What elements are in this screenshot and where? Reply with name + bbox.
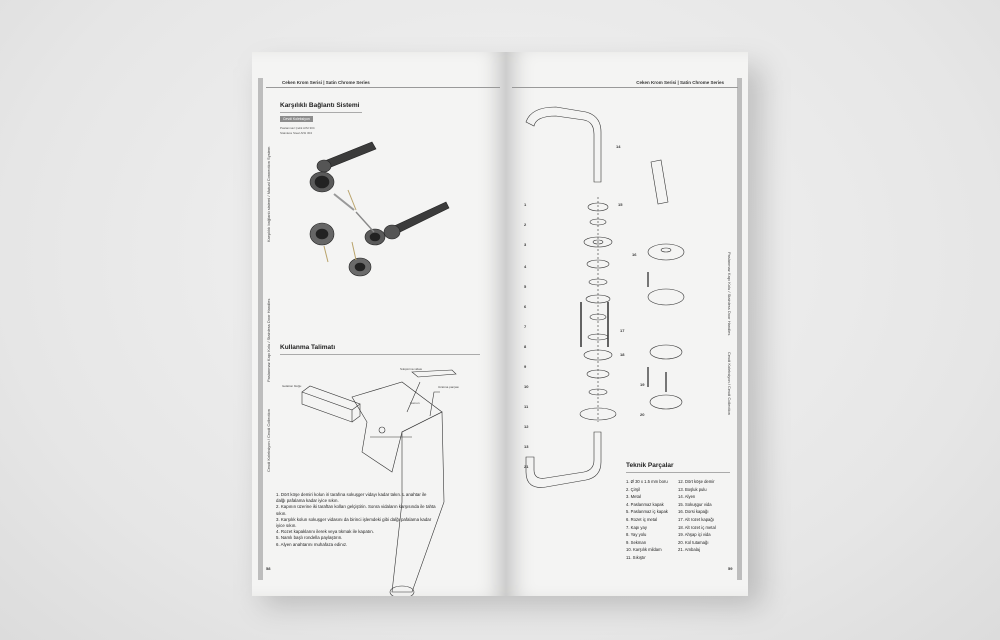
part-bubble: 10 [524, 384, 529, 389]
section-rule [280, 112, 362, 113]
instructions-list: 1. Dört köşe demiri kolun iri tarafına s… [276, 492, 436, 548]
part-item: 8. Yay yolu [626, 532, 647, 538]
right-page: Ceken Krom Serisi | Satin Chrome Series … [506, 52, 748, 596]
install-rule [280, 354, 480, 355]
part-item: 5. Paslanmaz iç kapak [626, 509, 668, 515]
part-bubble: 17 [620, 328, 625, 333]
part-item: 4. Paslanmaz kapak [626, 501, 664, 507]
collection-tag: Cevdi Koleksiyon [280, 116, 313, 122]
callout-nut: Somun [410, 401, 420, 405]
left-page-stripe [258, 78, 263, 580]
part-item: 21. Ambalaj [678, 547, 700, 553]
parts-rule [626, 472, 730, 473]
part-bubble: 21 [524, 464, 529, 469]
part-item: 19. Ahşap içi vida [678, 532, 711, 538]
part-bubble: 16 [632, 252, 637, 257]
left-header-rule [266, 87, 500, 88]
instruction-item: 5. Namlı başlı rondella paylaştırın. [276, 535, 343, 541]
right-page-stripe [737, 78, 742, 580]
part-item: 10. Karşılık mildam [626, 547, 662, 553]
instruction-item: 6. Alyen anahtarını muhafaza edinız. [276, 541, 348, 547]
part-item: 6. Rozet iç metal [626, 516, 658, 522]
left-page: Ceken Krom Serisi | Satin Chrome Series … [252, 52, 506, 596]
material-line-2: Stainless Steel AISI 304 [280, 131, 313, 135]
callout-isolation: Isolation bloğu [282, 384, 302, 388]
left-page-header: Ceken Krom Serisi | Satin Chrome Series [282, 80, 370, 85]
parts-title: Teknik Parçalar [626, 462, 674, 469]
exploded-parts-diagram [525, 106, 685, 488]
part-item: 18. Alt rozet iç metal [678, 524, 716, 530]
part-item: 15. Sokuşgur vida [678, 501, 712, 507]
part-bubble: 8 [524, 344, 527, 349]
part-bubble: 1 [524, 202, 527, 207]
part-bubble: 5 [524, 284, 527, 289]
right-page-number: 59 [728, 566, 733, 571]
part-bubble: 14 [616, 144, 621, 149]
part-item: 7. Kapı yay [626, 524, 647, 530]
part-bubble: 13 [524, 444, 529, 449]
part-item: 1. Ø 30 x 1.5 mm boru [626, 479, 668, 484]
section-title: Karşılıklı Bağlantı Sistemi [280, 102, 360, 109]
parts-list-col1: 1. Ø 30 x 1.5 mm boru 2. Çirşil 3. Metal… [626, 478, 668, 562]
callout-screw: Sıkıştırma vidası [400, 367, 422, 371]
part-item: 13. Boşluk pulu [678, 486, 707, 492]
callout-extension: Uzatma parçası [438, 385, 459, 389]
part-item: 20. Kol tutamağı [678, 539, 709, 545]
left-page-number: 58 [266, 566, 271, 571]
right-page-header: Ceken Krom Serisi | Satin Chrome Series [636, 80, 724, 85]
material-line-1: Paslanmaz Çelik AISI 304 [280, 126, 315, 130]
part-item: 14. Alyen [678, 494, 696, 500]
part-item: 17. Alt rozet kapağı [678, 516, 714, 522]
install-title: Kullanma Talimatı [280, 344, 336, 351]
part-bubble: 6 [524, 304, 527, 309]
part-bubble: 20 [640, 412, 645, 417]
right-header-rule [512, 87, 738, 88]
part-bubble: 19 [640, 382, 645, 387]
part-item: 9. Sekman [626, 539, 647, 545]
handle-product-image [309, 141, 450, 277]
part-bubble: 15 [618, 202, 623, 207]
part-item: 16. Dorsi kapağı [678, 509, 709, 515]
part-bubble: 12 [524, 424, 529, 429]
parts-list-col2: 12. Dört köşe demir 13. Boşluk pulu 14. … [678, 478, 716, 554]
installation-diagram: Isolation bloğu Sıkıştırma vidası Somun … [282, 367, 459, 596]
instruction-item: 1. Dört köşe demiri kolun iri tarafına s… [276, 492, 427, 504]
part-bubble: 2 [524, 222, 527, 227]
instruction-item: 4. Rozet kapaklarını ilerek veya tıkmak … [276, 529, 374, 535]
part-item: 2. Çirşil [626, 486, 640, 492]
part-item: 12. Dört köşe demir [678, 479, 715, 484]
part-bubble: 9 [524, 364, 527, 369]
part-bubble: 4 [524, 264, 527, 269]
instruction-item: 3. Karşılık kolun sokuşger vidasını da b… [276, 516, 432, 529]
part-bubble: 7 [524, 324, 527, 329]
part-item: 3. Metal [626, 494, 641, 500]
instruction-item: 2. Kapının üzerine iki taraftan kolları … [276, 504, 436, 516]
part-bubble: 18 [620, 352, 625, 357]
part-bubble: 3 [524, 242, 527, 247]
part-item: 11. Sıkıştır [626, 554, 646, 560]
part-bubble: 11 [524, 404, 529, 409]
